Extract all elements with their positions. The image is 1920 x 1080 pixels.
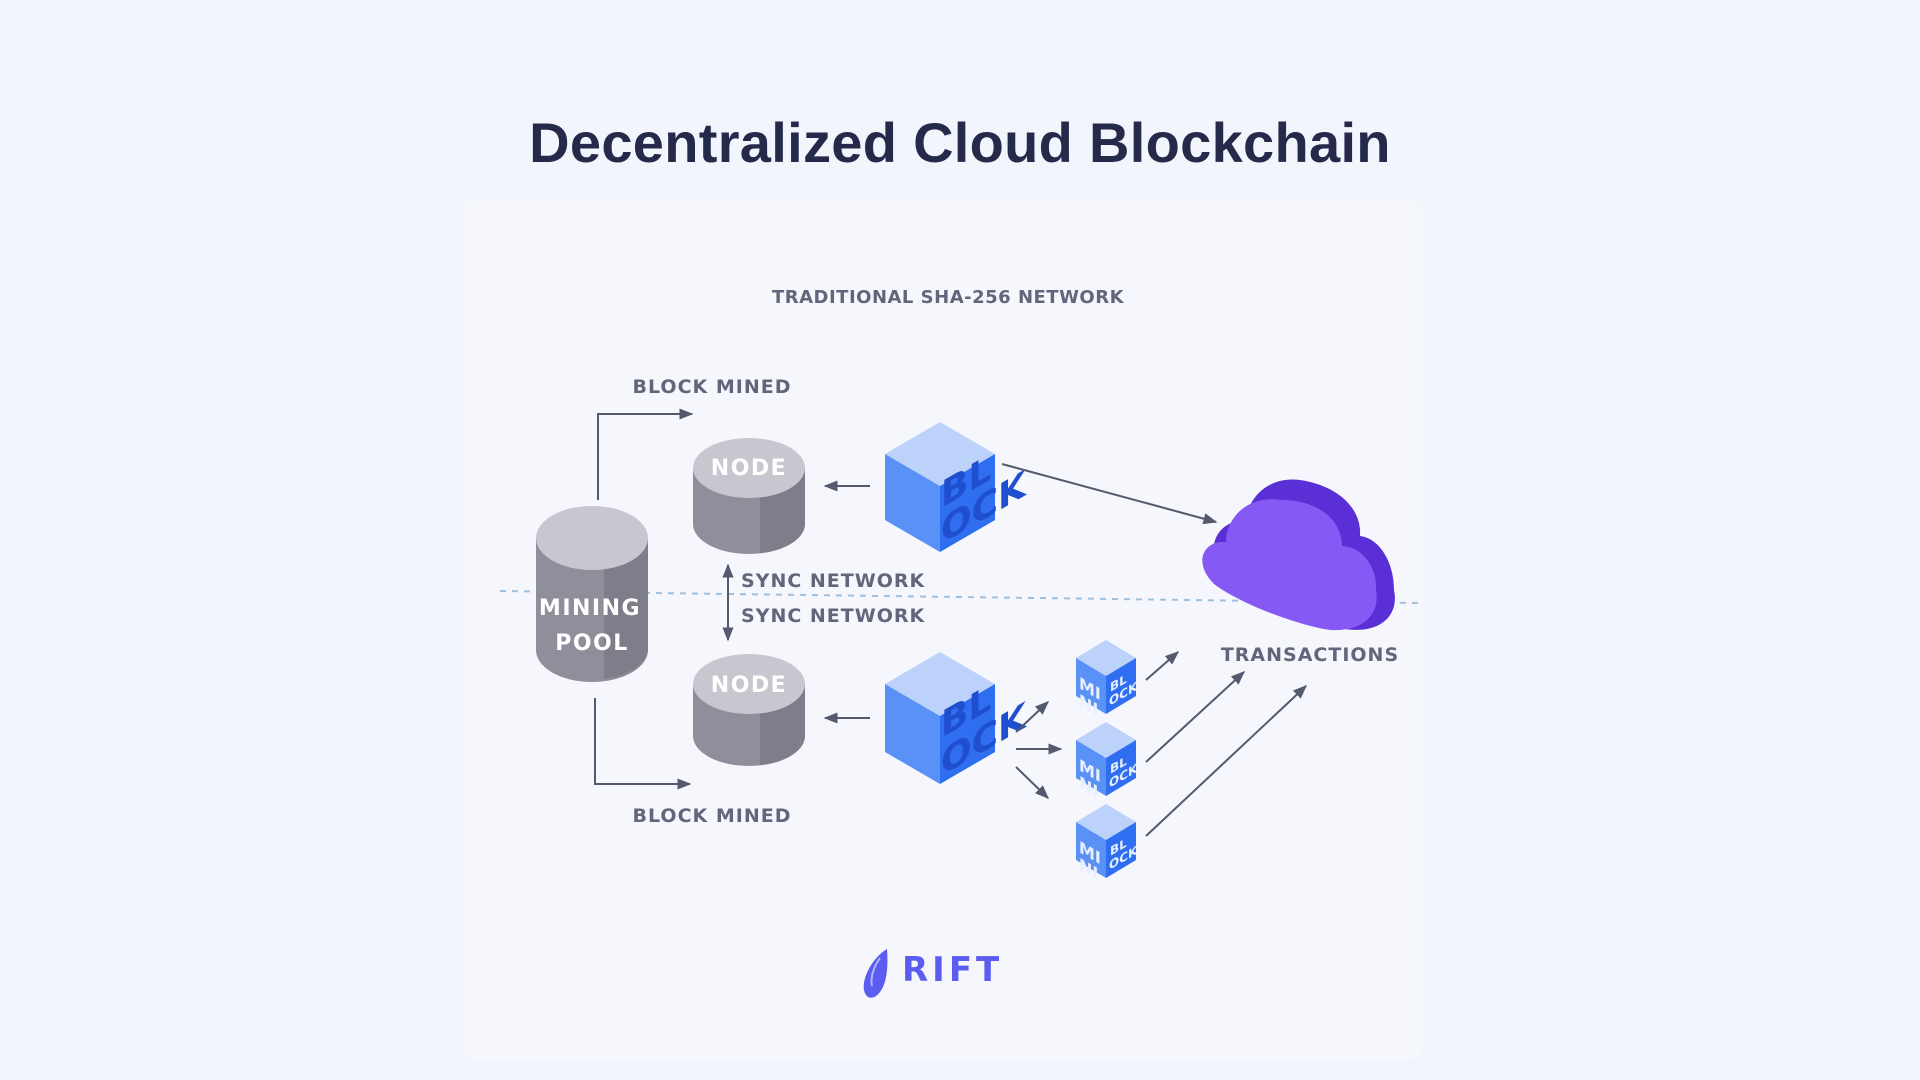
block-cube-bottom: BL OCK bbox=[885, 652, 1028, 785]
block-to-mini-arrow-1 bbox=[1015, 701, 1050, 733]
transactions-label: TRANSACTIONS bbox=[1221, 644, 1399, 666]
mined-connector-top bbox=[597, 408, 694, 500]
mini-to-transactions-arrow-2 bbox=[1145, 671, 1246, 763]
network-divider bbox=[499, 590, 1419, 604]
node-label-bottom: NODE bbox=[711, 673, 787, 698]
mini-to-transactions-arrow-1 bbox=[1145, 651, 1180, 681]
mining-pool-label-2: POOL bbox=[555, 631, 629, 656]
page-title: Decentralized Cloud Blockchain bbox=[529, 111, 1391, 174]
mining-pool-cylinder: MINING POOL bbox=[536, 506, 648, 682]
rift-logo-icon bbox=[863, 949, 888, 998]
sync-network-label-top: SYNC NETWORK bbox=[741, 570, 925, 592]
block-to-mini-arrow-3 bbox=[1015, 766, 1050, 799]
node-cylinder-top: NODE bbox=[693, 438, 805, 554]
mini-to-transactions-arrow-3 bbox=[1145, 685, 1308, 837]
sync-network-label-bottom: SYNC NETWORK bbox=[741, 605, 925, 627]
mini-block-1: MI NI BL OCK bbox=[1076, 640, 1138, 721]
mining-pool-label-1: MINING bbox=[539, 596, 641, 621]
block-mined-label-top: BLOCK MINED bbox=[633, 376, 792, 398]
block-to-cloud-arrow bbox=[1001, 463, 1218, 525]
mini-block-3: MI NI BL OCK bbox=[1076, 804, 1138, 885]
rift-logo: RIFT bbox=[863, 949, 1003, 998]
network-subtitle: TRADITIONAL SHA-256 NETWORK bbox=[772, 287, 1125, 308]
rift-logo-text: RIFT bbox=[902, 950, 1003, 990]
mined-connector-bottom bbox=[594, 698, 692, 790]
node-label-top: NODE bbox=[711, 456, 787, 481]
cloud-icon bbox=[1202, 479, 1395, 631]
mini-block-2: MI NI BL OCK bbox=[1076, 722, 1138, 803]
node-cylinder-bottom: NODE bbox=[693, 654, 805, 766]
block-cube-top: BL OCK bbox=[885, 422, 1028, 553]
block-mined-label-bottom: BLOCK MINED bbox=[633, 805, 792, 827]
